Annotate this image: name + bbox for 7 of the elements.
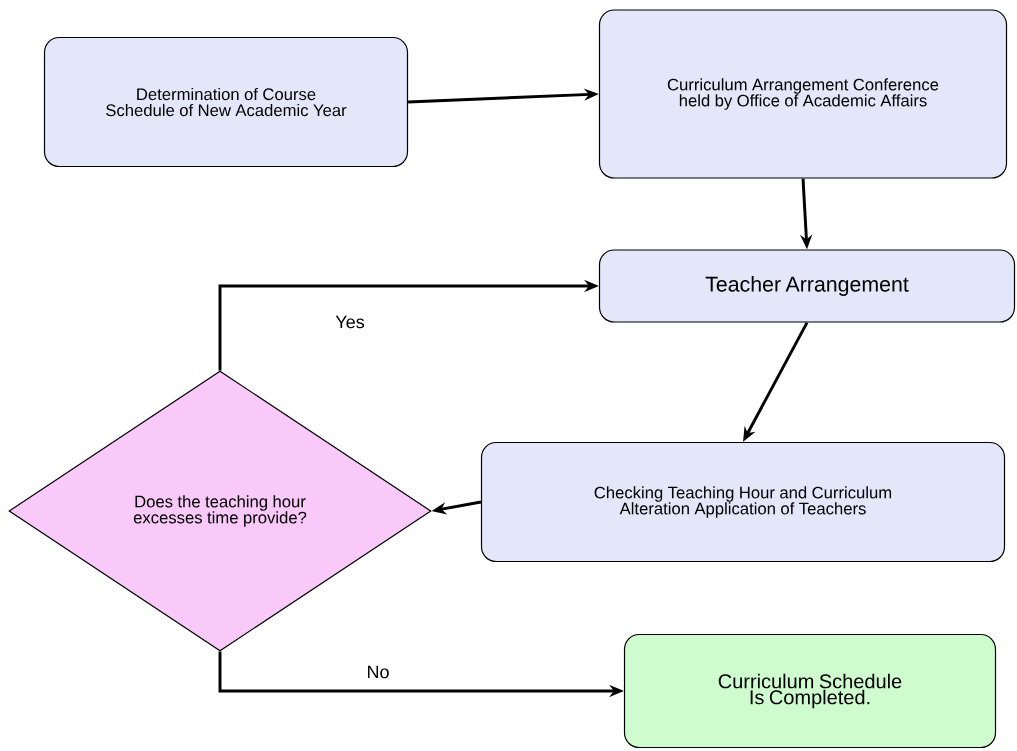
process-box: Teacher Arrangement bbox=[598, 249, 1016, 323]
process-box: Checking Teaching Hour and Curriculum Alteration Application of Teachers bbox=[480, 441, 1006, 563]
process-box: Curriculum Schedule Is Completed. bbox=[623, 633, 997, 749]
process-box: Curriculum Arrangement Conference held by Office of Academic Affairs bbox=[598, 9, 1008, 179]
edge-label: Yes bbox=[335, 315, 365, 329]
edge-label: No bbox=[368, 665, 389, 679]
process-box: Determination of Course Schedule of New Academic Year bbox=[43, 36, 409, 168]
